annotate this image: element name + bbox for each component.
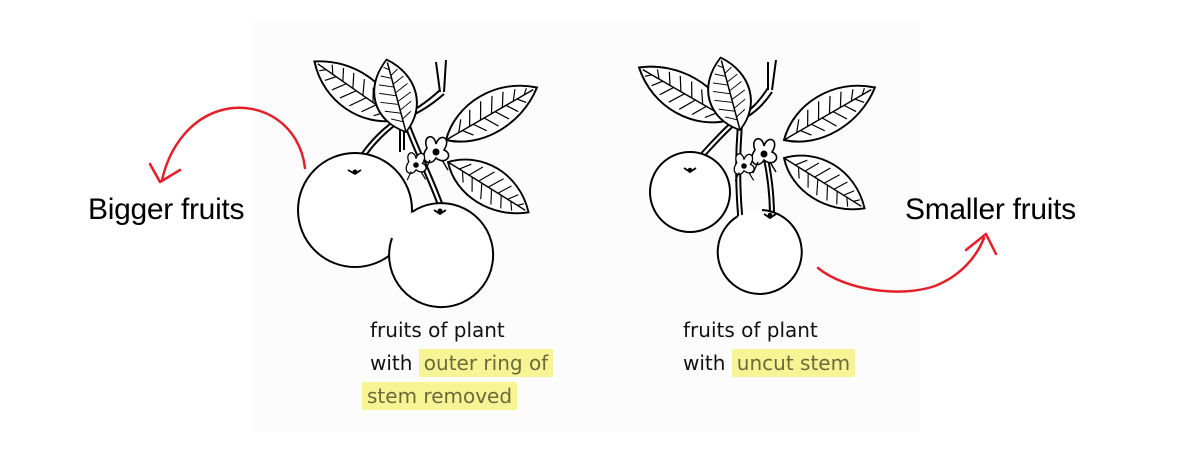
bigger-fruits-label: Bigger fruits [88, 193, 245, 226]
left-fruit-large [297, 152, 413, 268]
right-fruit-upper [649, 151, 731, 233]
right-caption-line1: fruits of plant [683, 318, 818, 342]
right-caption-line2: with uncut stem [683, 347, 856, 380]
arrow-curve-right [816, 236, 986, 293]
arrow-head-right [964, 232, 998, 256]
left-caption-line1: fruits of plant [370, 318, 505, 342]
arrow-to-smaller-fruits [816, 232, 998, 293]
left-caption-prefix: with [370, 351, 419, 375]
right-caption: fruits of plant with uncut stem [683, 314, 856, 380]
left-caption: fruits of plant with outer ring of stem … [362, 314, 554, 413]
left-caption-highlight-1: outer ring of [418, 349, 554, 377]
left-fruit-lower [388, 202, 495, 309]
arrow-head-left [148, 162, 182, 184]
left-caption-line3: stem removed [362, 380, 553, 413]
arrow-to-bigger-fruits [148, 106, 307, 184]
smaller-fruits-label: Smaller fruits [905, 193, 1076, 226]
right-plant [627, 50, 886, 295]
left-caption-line2: with outer ring of [370, 347, 554, 380]
arrow-curve-left [160, 106, 307, 182]
right-fruit-lower [716, 209, 803, 295]
right-caption-highlight: uncut stem [731, 349, 856, 377]
right-caption-prefix: with [683, 351, 732, 375]
left-plant [297, 45, 548, 309]
left-caption-highlight-2: stem removed [362, 382, 518, 410]
